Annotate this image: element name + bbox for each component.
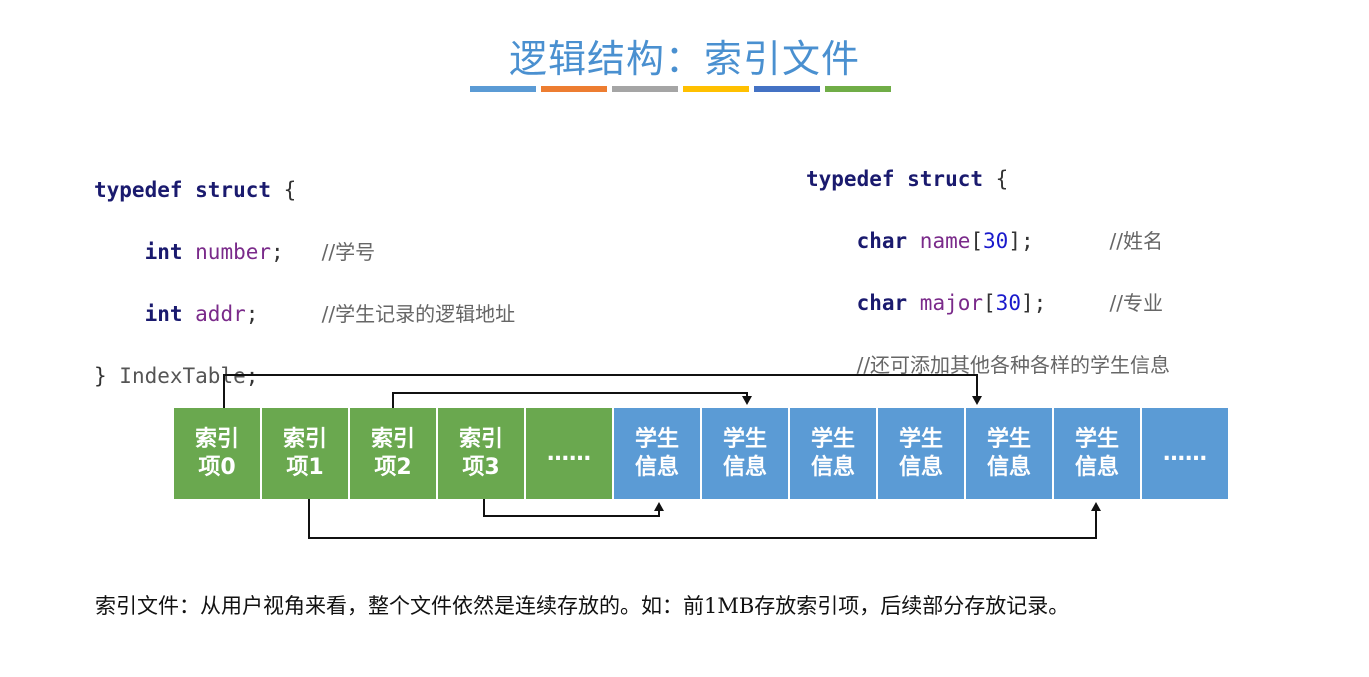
code-brace: } <box>94 364 120 388</box>
code-comment: //学号 <box>321 240 376 264</box>
underline-bar-1 <box>470 86 536 92</box>
code-punct: [ <box>983 291 996 315</box>
cell-line2: 信息 <box>634 454 679 480</box>
index-entry-cell: 索引项1 <box>262 408 350 499</box>
cell-line2: 信息 <box>810 454 855 480</box>
underline-bar-4 <box>683 86 749 92</box>
arrow-index3-to-record1 <box>483 499 660 517</box>
cell-line2: 信息 <box>1074 454 1119 480</box>
cell-line1: 索引 <box>458 426 503 452</box>
cell-line2: 信息 <box>986 454 1031 480</box>
code-brace: { <box>983 167 1009 191</box>
index-ellipsis-cell: …… <box>526 408 614 499</box>
code-line: int number; //学号 <box>94 237 515 268</box>
code-punct: [ <box>970 229 984 253</box>
code-punct: ; <box>245 302 322 326</box>
student-record-cell: 学生信息 <box>790 408 878 499</box>
index-entry-cell: 索引项0 <box>174 408 262 499</box>
page-title: 逻辑结构：索引文件 <box>508 37 860 81</box>
code-number: 30 <box>983 229 1009 253</box>
arrowhead-down-2 <box>742 396 752 405</box>
arrowhead-up-2 <box>1091 502 1101 511</box>
code-identifier: major <box>907 291 984 315</box>
code-keyword: typedef struct <box>806 167 984 191</box>
student-record-cell: 学生信息 <box>1054 408 1142 499</box>
cell-line2: 项0 <box>198 454 236 480</box>
cell-line1: 学生 <box>722 426 767 452</box>
underline-bar-5 <box>754 86 820 92</box>
underline-bar-3 <box>612 86 678 92</box>
code-line: char name[30]; //姓名 <box>806 226 1170 257</box>
arrow-index0-to-record5 <box>223 374 978 408</box>
caption-text: 索引文件：从用户视角来看，整个文件依然是连续存放的。如：前1MB存放索引项，后续… <box>95 594 1070 618</box>
cell-line2: 信息 <box>722 454 767 480</box>
cell-line1: 索引 <box>282 426 327 452</box>
code-line: typedef struct { <box>806 164 1170 195</box>
cell-line1: 学生 <box>1074 426 1119 452</box>
cell-line1: …… <box>1163 440 1207 466</box>
code-punct: ; <box>271 240 322 264</box>
code-identifier: name <box>907 229 971 253</box>
student-record-cell: 学生信息 <box>614 408 702 499</box>
cell-line1: 索引 <box>194 426 239 452</box>
code-line: typedef struct { <box>94 175 515 206</box>
index-entry-cell: 索引项3 <box>438 408 526 499</box>
arrow-index1-to-record6 <box>308 499 1097 539</box>
code-identifier: addr <box>182 302 246 326</box>
cell-line2: 项1 <box>286 454 324 480</box>
student-record-cell: 学生信息 <box>702 408 790 499</box>
cell-line1: 学生 <box>634 426 679 452</box>
cell-line1: 学生 <box>810 426 855 452</box>
cell-line1: 学生 <box>898 426 943 452</box>
student-record-cell: 学生信息 <box>878 408 966 499</box>
code-brace: { <box>271 178 297 202</box>
code-comment: //姓名 <box>1109 229 1163 253</box>
code-line: char major[30]; //专业 <box>806 288 1170 319</box>
cell-line1: 学生 <box>986 426 1031 452</box>
cell-line1: …… <box>547 440 591 466</box>
record-ellipsis-cell: …… <box>1142 408 1228 499</box>
code-comment: //学生记录的逻辑地址 <box>321 302 516 326</box>
file-storage-row: 索引项0 索引项1 索引项2 索引项3 …… 学生信息 学生信息 学生信息 学生… <box>174 408 1228 499</box>
title-underline-bars <box>470 86 891 92</box>
code-number: 30 <box>995 291 1021 315</box>
cell-line2: 项2 <box>374 454 412 480</box>
underline-bar-6 <box>825 86 891 92</box>
code-line: //还可添加其他各种各样的学生信息 <box>806 350 1170 381</box>
code-keyword: int <box>144 240 183 264</box>
index-entry-cell: 索引项2 <box>350 408 438 499</box>
arrowhead-down-1 <box>972 396 982 405</box>
code-keyword: char <box>856 291 908 315</box>
arrowhead-up-1 <box>654 502 664 511</box>
cell-line2: 信息 <box>898 454 943 480</box>
code-keyword: int <box>144 302 183 326</box>
code-line: int addr; //学生记录的逻辑地址 <box>94 299 516 330</box>
code-comment: //还可添加其他各种各样的学生信息 <box>856 353 1171 377</box>
code-keyword: typedef struct <box>94 178 272 202</box>
cell-line2: 项3 <box>462 454 500 480</box>
code-identifier: number <box>182 240 272 264</box>
student-record-cell: 学生信息 <box>966 408 1054 499</box>
underline-bar-2 <box>541 86 607 92</box>
arrow-index2-to-record2 <box>392 392 748 408</box>
code-punct: ]; <box>1020 291 1110 315</box>
code-comment: //专业 <box>1109 291 1163 315</box>
code-keyword: char <box>856 229 908 253</box>
cell-line1: 索引 <box>370 426 415 452</box>
code-punct: ]; <box>1008 229 1110 253</box>
